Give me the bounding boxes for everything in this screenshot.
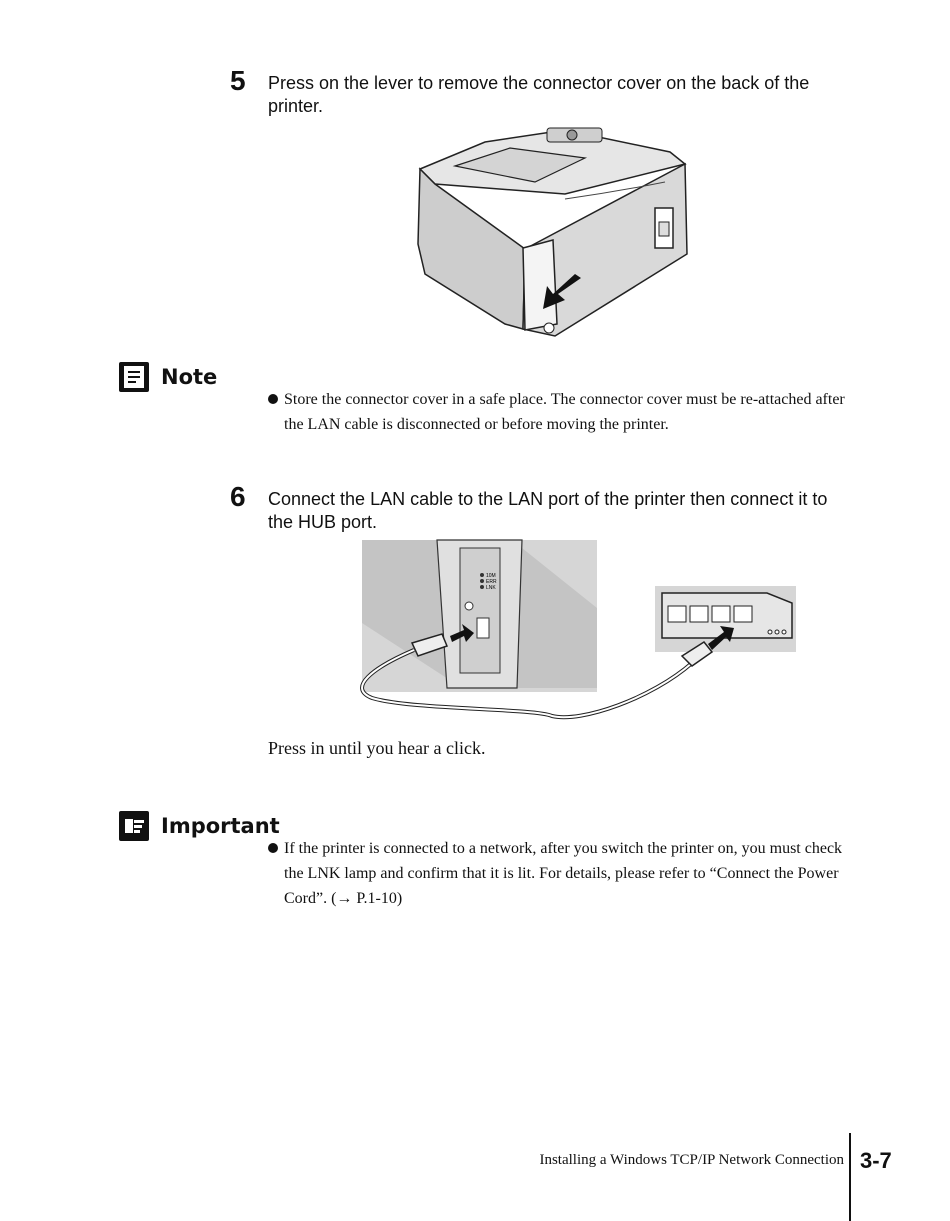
note-bullet: Store the connector cover in a safe plac…: [268, 387, 848, 437]
note-icon: [119, 362, 149, 392]
footer-section-title: Installing a Windows TCP/IP Network Conn…: [539, 1152, 844, 1168]
port-label-err: ERR: [486, 579, 497, 585]
bullet-dot: [268, 843, 278, 853]
note-label: Note: [161, 365, 218, 389]
step-5-text: Press on the lever to remove the connect…: [268, 73, 810, 116]
note-heading: Note: [119, 361, 217, 393]
page-number: 3-7: [860, 1148, 892, 1173]
important-bullet-text: If the printer is connected to a network…: [284, 840, 843, 907]
bullet-dot: [268, 394, 278, 404]
step-5-number: 5: [230, 65, 246, 96]
port-label-10m: 10M: [486, 573, 496, 579]
important-bullet: If the printer is connected to a network…: [268, 836, 848, 911]
important-label: Important: [161, 814, 280, 838]
note-bullet-text: Store the connector cover in a safe plac…: [284, 391, 845, 433]
step-6-caption: Press in until you hear a click.: [268, 738, 486, 758]
lan-connection-illustration: 10M ERR LNK: [360, 539, 796, 720]
printer-illustration: [417, 127, 688, 337]
important-icon: [119, 811, 149, 841]
important-heading: Important: [119, 810, 280, 842]
footer-divider: [849, 1133, 851, 1221]
step-6-number: 6: [230, 481, 246, 512]
port-label-lnk: LNK: [486, 585, 496, 591]
step-6-text: Connect the LAN cable to the LAN port of…: [268, 489, 828, 532]
